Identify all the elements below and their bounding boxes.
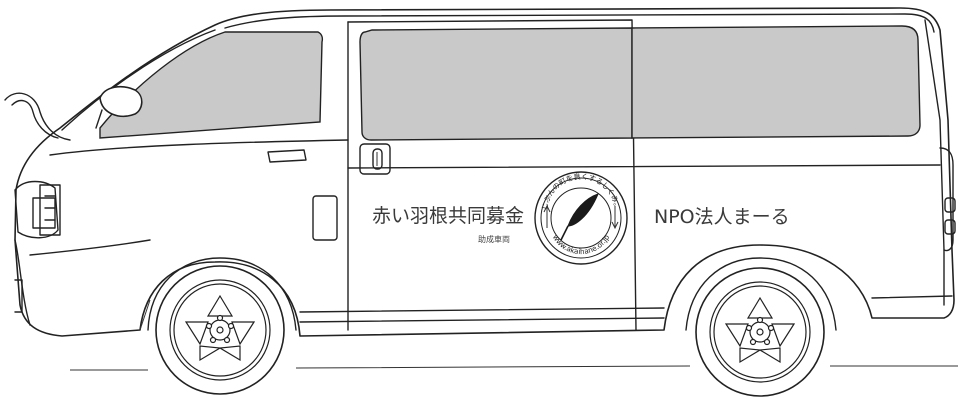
- sponsor-main-text: 赤い羽根共同募金: [372, 205, 524, 227]
- rear-side-window: [631, 25, 921, 139]
- front-wheel: [155, 265, 285, 395]
- sponsor-sub-text: 助成車両: [478, 234, 510, 244]
- fuel-cap: [312, 195, 338, 241]
- sliding-door-window: [359, 27, 633, 141]
- rear-wheel: [695, 267, 825, 397]
- rear-light: [939, 147, 956, 252]
- sliding-door-handle: [359, 143, 391, 175]
- organization-name-text: NPO法人まーる: [654, 206, 790, 228]
- red-feather-seal: じぶんの町を良くするしくみ。 www.akaihane.or.jp: [534, 171, 628, 265]
- side-mirror: [95, 85, 143, 129]
- front-door-handle: [267, 149, 307, 163]
- front-end: [4, 92, 71, 326]
- red-feather-icon: [560, 193, 599, 241]
